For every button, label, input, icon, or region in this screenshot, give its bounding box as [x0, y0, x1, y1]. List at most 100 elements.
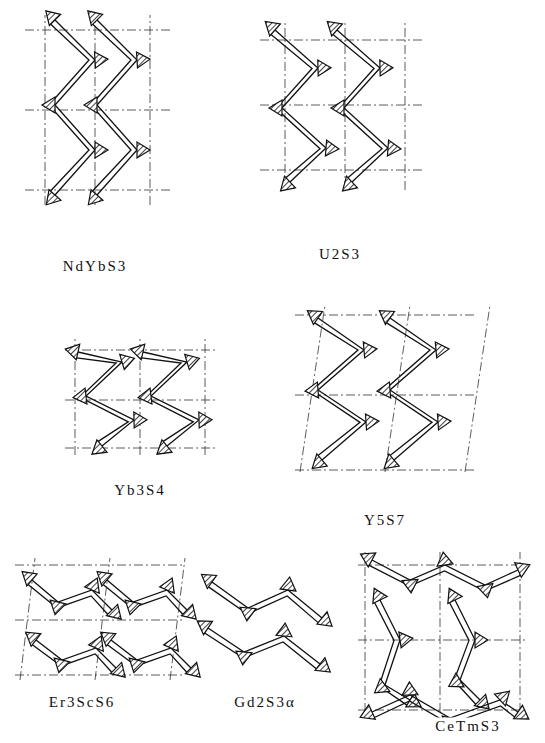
hatched-polyhedron [137, 52, 150, 68]
cell-line [300, 305, 325, 472]
cell-line [365, 552, 366, 712]
hatched-polyhedron [50, 600, 66, 614]
structure-panel [358, 552, 530, 731]
hatched-polyhedron [384, 454, 399, 469]
chain-edge [275, 30, 326, 182]
hatched-polyhedron [54, 658, 70, 673]
hatched-polyhedron [197, 621, 212, 635]
hatched-polyhedron [95, 52, 108, 68]
structure-panel [65, 338, 215, 455]
hatched-polyhedron [312, 454, 327, 469]
hatched-polyhedron [199, 412, 212, 428]
cell-line [25, 30, 170, 31]
hatched-polyhedron [46, 190, 61, 205]
hatched-polyhedron [88, 190, 103, 205]
structure-panel [260, 20, 425, 191]
cell-line [358, 710, 525, 711]
hatched-polyhedron [365, 414, 378, 430]
hatched-polyhedron [514, 705, 529, 719]
hatched-polyhedron [42, 97, 55, 113]
hatched-polyhedron [318, 60, 331, 76]
formula-label: Yb3S4 [112, 482, 168, 499]
structure-panel [295, 305, 490, 472]
hatched-polyhedron [375, 679, 390, 693]
cell-line [15, 620, 185, 621]
chain-edge [369, 565, 520, 591]
hatched-polyhedron [88, 11, 103, 26]
hatched-polyhedron [89, 636, 104, 651]
hatched-polyhedron [475, 632, 488, 648]
chain-edge [212, 582, 322, 618]
hatched-polyhedron [280, 577, 296, 591]
hatched-polyhedron [129, 658, 145, 673]
hatched-polyhedron [269, 100, 282, 116]
hatched-polyhedron [331, 100, 344, 116]
hatched-polyhedron [363, 342, 377, 358]
cell-line [15, 675, 185, 676]
cell-line [65, 448, 215, 449]
hatched-polyhedron [373, 588, 387, 603]
hatched-polyhedron [65, 344, 79, 360]
hatched-polyhedron [377, 382, 391, 398]
hatched-polyhedron [437, 552, 453, 566]
hatched-polyhedron [399, 632, 413, 648]
chain-edge [208, 587, 318, 623]
hatched-polyhedron [402, 579, 418, 593]
chain-edge [450, 603, 476, 705]
hatched-polyhedron [125, 600, 141, 614]
hatched-polyhedron [138, 388, 152, 404]
formula-label: Er3ScS6 [47, 694, 118, 711]
hatched-polyhedron [97, 572, 112, 587]
structure-panel [25, 11, 170, 205]
hatched-polyhedron [276, 623, 292, 637]
chain-edge [312, 323, 360, 456]
hatched-polyhedron [185, 662, 200, 677]
cell-line [465, 305, 490, 472]
hatched-polyhedron [402, 682, 418, 695]
hatched-polyhedron [495, 691, 510, 706]
hatched-polyhedron [26, 632, 41, 646]
structure-panel [197, 574, 332, 672]
chain-edge [372, 695, 518, 718]
hatched-polyhedron [134, 412, 147, 428]
formula-label: CeTmS3 [433, 718, 502, 735]
chain-edge [205, 633, 317, 669]
cell-line [15, 565, 185, 566]
hatched-polyhedron [281, 176, 296, 191]
hatched-polyhedron [379, 311, 394, 325]
cell-line [440, 552, 441, 712]
formula-label: NdYbS3 [61, 258, 130, 275]
hatched-polyhedron [101, 632, 116, 646]
hatched-polyhedron [185, 354, 200, 369]
hatched-polyhedron [477, 583, 493, 597]
hatched-polyhedron [106, 604, 121, 619]
hatched-polyhedron [437, 414, 450, 430]
cell-line [260, 170, 425, 171]
chain-edge [384, 323, 432, 456]
hatched-polyhedron [92, 440, 107, 454]
hatched-polyhedron [95, 142, 108, 158]
hatched-polyhedron [157, 440, 172, 454]
hatched-polyhedron [315, 658, 330, 672]
formula-label: U2S3 [317, 246, 363, 263]
hatched-polyhedron [85, 578, 100, 593]
hatched-polyhedron [137, 142, 150, 158]
hatched-polyhedron [380, 60, 393, 76]
hatched-polyhedron [515, 563, 530, 578]
hatched-polyhedron [305, 382, 319, 398]
cell-line [358, 640, 525, 641]
cell-line [260, 40, 425, 41]
hatched-polyhedron [360, 705, 375, 720]
hatched-polyhedron [448, 588, 462, 603]
hatched-polyhedron [201, 574, 216, 588]
hatched-polyhedron [307, 311, 322, 325]
hatched-polyhedron [181, 604, 196, 619]
chain-edge [375, 603, 407, 705]
formula-label: Gd2S3α [232, 694, 298, 711]
hatched-polyhedron [120, 354, 135, 369]
hatched-polyhedron [360, 553, 375, 567]
hatched-polyhedron [22, 572, 37, 587]
chain-edge [337, 30, 388, 182]
hatched-polyhedron [46, 11, 61, 26]
